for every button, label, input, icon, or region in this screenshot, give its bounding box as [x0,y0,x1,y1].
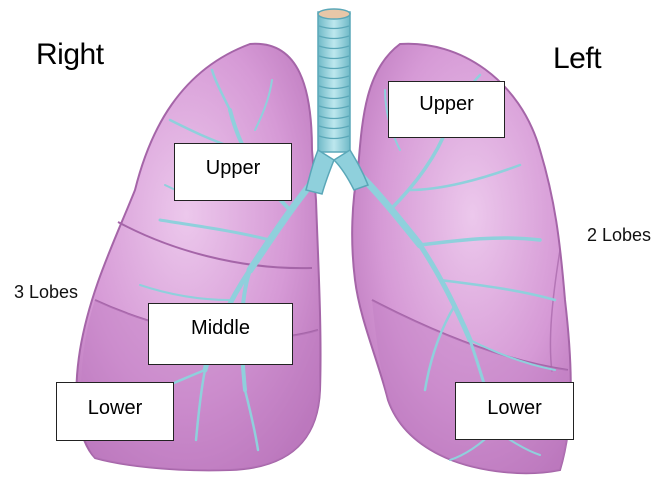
trachea [306,9,368,194]
left-upper-lobe-label: Upper [388,81,505,138]
right-lower-lobe-label: Lower [56,382,174,441]
right-middle-lobe-label: Middle [148,303,293,365]
left-lower-lobe-label: Lower [455,382,574,440]
left-lobe-count: 2 Lobes [587,226,651,244]
right-upper-lobe-label: Upper [174,143,292,201]
right-side-title: Right [36,40,104,70]
left-side-title: Left [553,44,601,74]
right-lobe-count: 3 Lobes [14,283,78,301]
